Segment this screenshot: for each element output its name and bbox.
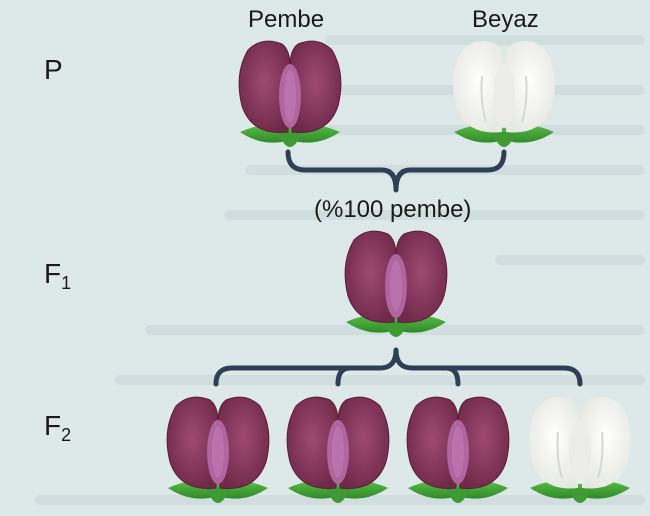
pink-flower-icon (232, 36, 348, 154)
f2-split-bracket (213, 347, 583, 387)
generation-p-text: P (44, 54, 63, 85)
generation-label-f2: F2 (44, 410, 71, 446)
p-cross-bracket (285, 149, 507, 193)
generation-f2-text: F (44, 410, 62, 441)
generation-f1-text: F (44, 258, 62, 289)
pink-flower-icon (280, 392, 396, 510)
white-flower-icon (522, 392, 638, 510)
f1-ratio-label: (%100 pembe) (314, 196, 472, 223)
generation-f1-subscript: 1 (61, 273, 72, 293)
pink-flower-icon (338, 226, 454, 344)
generation-label-p: P (44, 54, 63, 86)
parent-label-beyaz: Beyaz (472, 6, 539, 33)
generation-label-f1: F1 (44, 258, 71, 294)
pink-flower-icon (160, 392, 276, 510)
f2-branch-right (443, 365, 461, 387)
white-flower-icon (446, 36, 562, 154)
pink-flower-icon (400, 392, 516, 510)
f2-branch-left (335, 365, 353, 387)
parent-label-pembe: Pembe (248, 6, 325, 33)
generation-f2-subscript: 2 (61, 425, 72, 445)
